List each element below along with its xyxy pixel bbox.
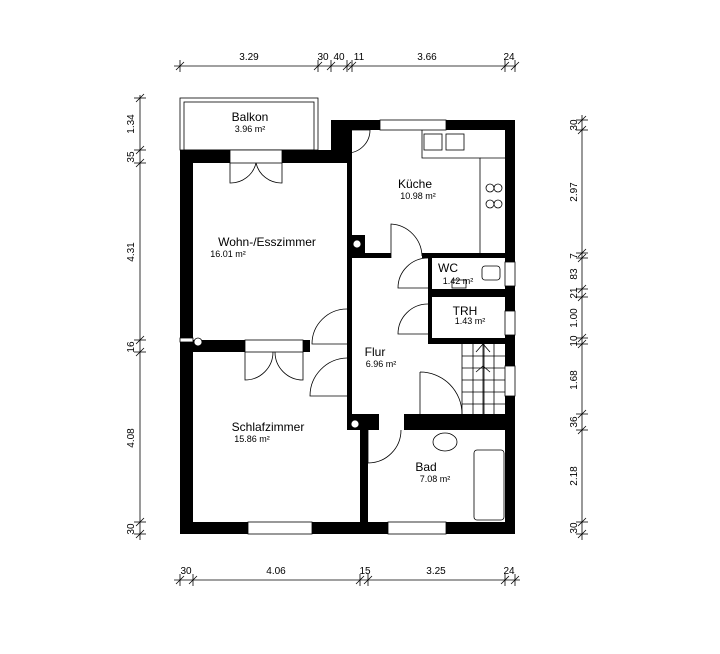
dim-left-3: 4.31 <box>126 242 137 262</box>
dimension-lines <box>134 60 588 586</box>
room-label-trh: TRH <box>453 304 478 318</box>
dim-right-7: 10 <box>569 335 580 347</box>
dim-top-4: 11 <box>354 52 365 63</box>
dim-top-3: 40 <box>333 52 345 63</box>
dim-right-11: 30 <box>569 522 580 534</box>
dim-top-2: 30 <box>317 52 329 63</box>
room-area-wc: 1.42 m² <box>443 276 474 286</box>
wc-fixtures <box>451 265 501 289</box>
dim-left-1: 1.34 <box>126 114 137 134</box>
room-label-wohn: Wohn-/Esszimmer <box>218 235 316 249</box>
room-area-balkon: 3.96 m² <box>235 124 266 134</box>
dim-right-2: 2.97 <box>569 182 580 202</box>
dim-bottom-5: 24 <box>503 566 515 577</box>
room-area-schlaf: 15.86 m² <box>234 434 270 444</box>
dim-right-5: 21 <box>569 287 580 299</box>
dim-bottom-1: 30 <box>180 566 192 577</box>
room-label-schlaf: Schlafzimmer <box>232 420 305 434</box>
room-label-wc: WC <box>438 261 458 275</box>
column-marks <box>193 239 362 429</box>
openings <box>179 119 516 535</box>
dim-right-1: 30 <box>569 119 580 131</box>
room-area-wohn: 16.01 m² <box>210 249 246 259</box>
room-area-kueche: 10.98 m² <box>400 191 436 201</box>
dim-left-6: 30 <box>126 523 137 535</box>
dim-right-9: 36 <box>569 416 580 428</box>
room-label-bad: Bad <box>415 460 436 474</box>
dim-top-5: 3.66 <box>417 52 437 63</box>
room-label-flur: Flur <box>365 345 386 359</box>
dim-left-2: 35 <box>126 151 137 163</box>
dim-right-8: 1.68 <box>569 370 580 390</box>
dim-top-1: 3.29 <box>239 52 259 63</box>
dim-bottom-2: 4.06 <box>266 566 286 577</box>
dim-right-3: 7 <box>569 253 580 259</box>
dim-left-4: 16 <box>126 341 137 353</box>
door-swings <box>229 129 463 464</box>
room-area-bad: 7.08 m² <box>420 474 451 484</box>
bathroom-fixtures <box>432 432 505 521</box>
dim-top-6: 24 <box>503 52 515 63</box>
staircase <box>461 343 505 414</box>
dim-bottom-3: 15 <box>359 566 371 577</box>
kitchen-counter <box>421 130 505 253</box>
room-area-flur: 6.96 m² <box>366 359 397 369</box>
dim-right-10: 2.18 <box>569 466 580 486</box>
dim-left-5: 4.08 <box>126 428 137 448</box>
dim-right-6: 1.00 <box>569 308 580 328</box>
dim-right-4: 83 <box>569 268 580 280</box>
room-label-kueche: Küche <box>398 177 432 191</box>
room-area-trh: 1.43 m² <box>455 316 486 326</box>
room-label-balkon: Balkon <box>232 110 269 124</box>
dim-bottom-4: 3.25 <box>426 566 446 577</box>
